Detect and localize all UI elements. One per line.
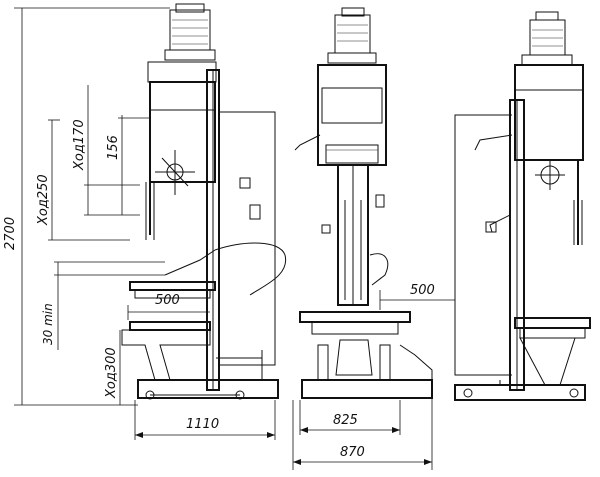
front-view	[294, 7, 433, 399]
dim-table-travel-300: Ход300	[104, 347, 119, 399]
dim-reach-front-500: 500	[410, 283, 435, 298]
dim-total-height: 2700	[3, 217, 18, 250]
dim-head-travel-156: 156	[106, 135, 121, 160]
dim-30-min: 30 min	[41, 303, 55, 345]
front-view-dimensions	[292, 290, 455, 470]
rear-side-view	[454, 11, 591, 401]
dim-reach-side-500: 500	[155, 293, 180, 308]
side-view-dimensions	[14, 7, 276, 440]
dim-width-870: 870	[340, 445, 365, 460]
dim-length-1110: 1110	[186, 417, 219, 432]
dim-width-825: 825	[333, 413, 358, 428]
dim-spindle-travel-170: Ход170	[72, 119, 87, 171]
dim-spindle-travel-250: Ход250	[36, 174, 51, 226]
side-view	[121, 3, 287, 400]
